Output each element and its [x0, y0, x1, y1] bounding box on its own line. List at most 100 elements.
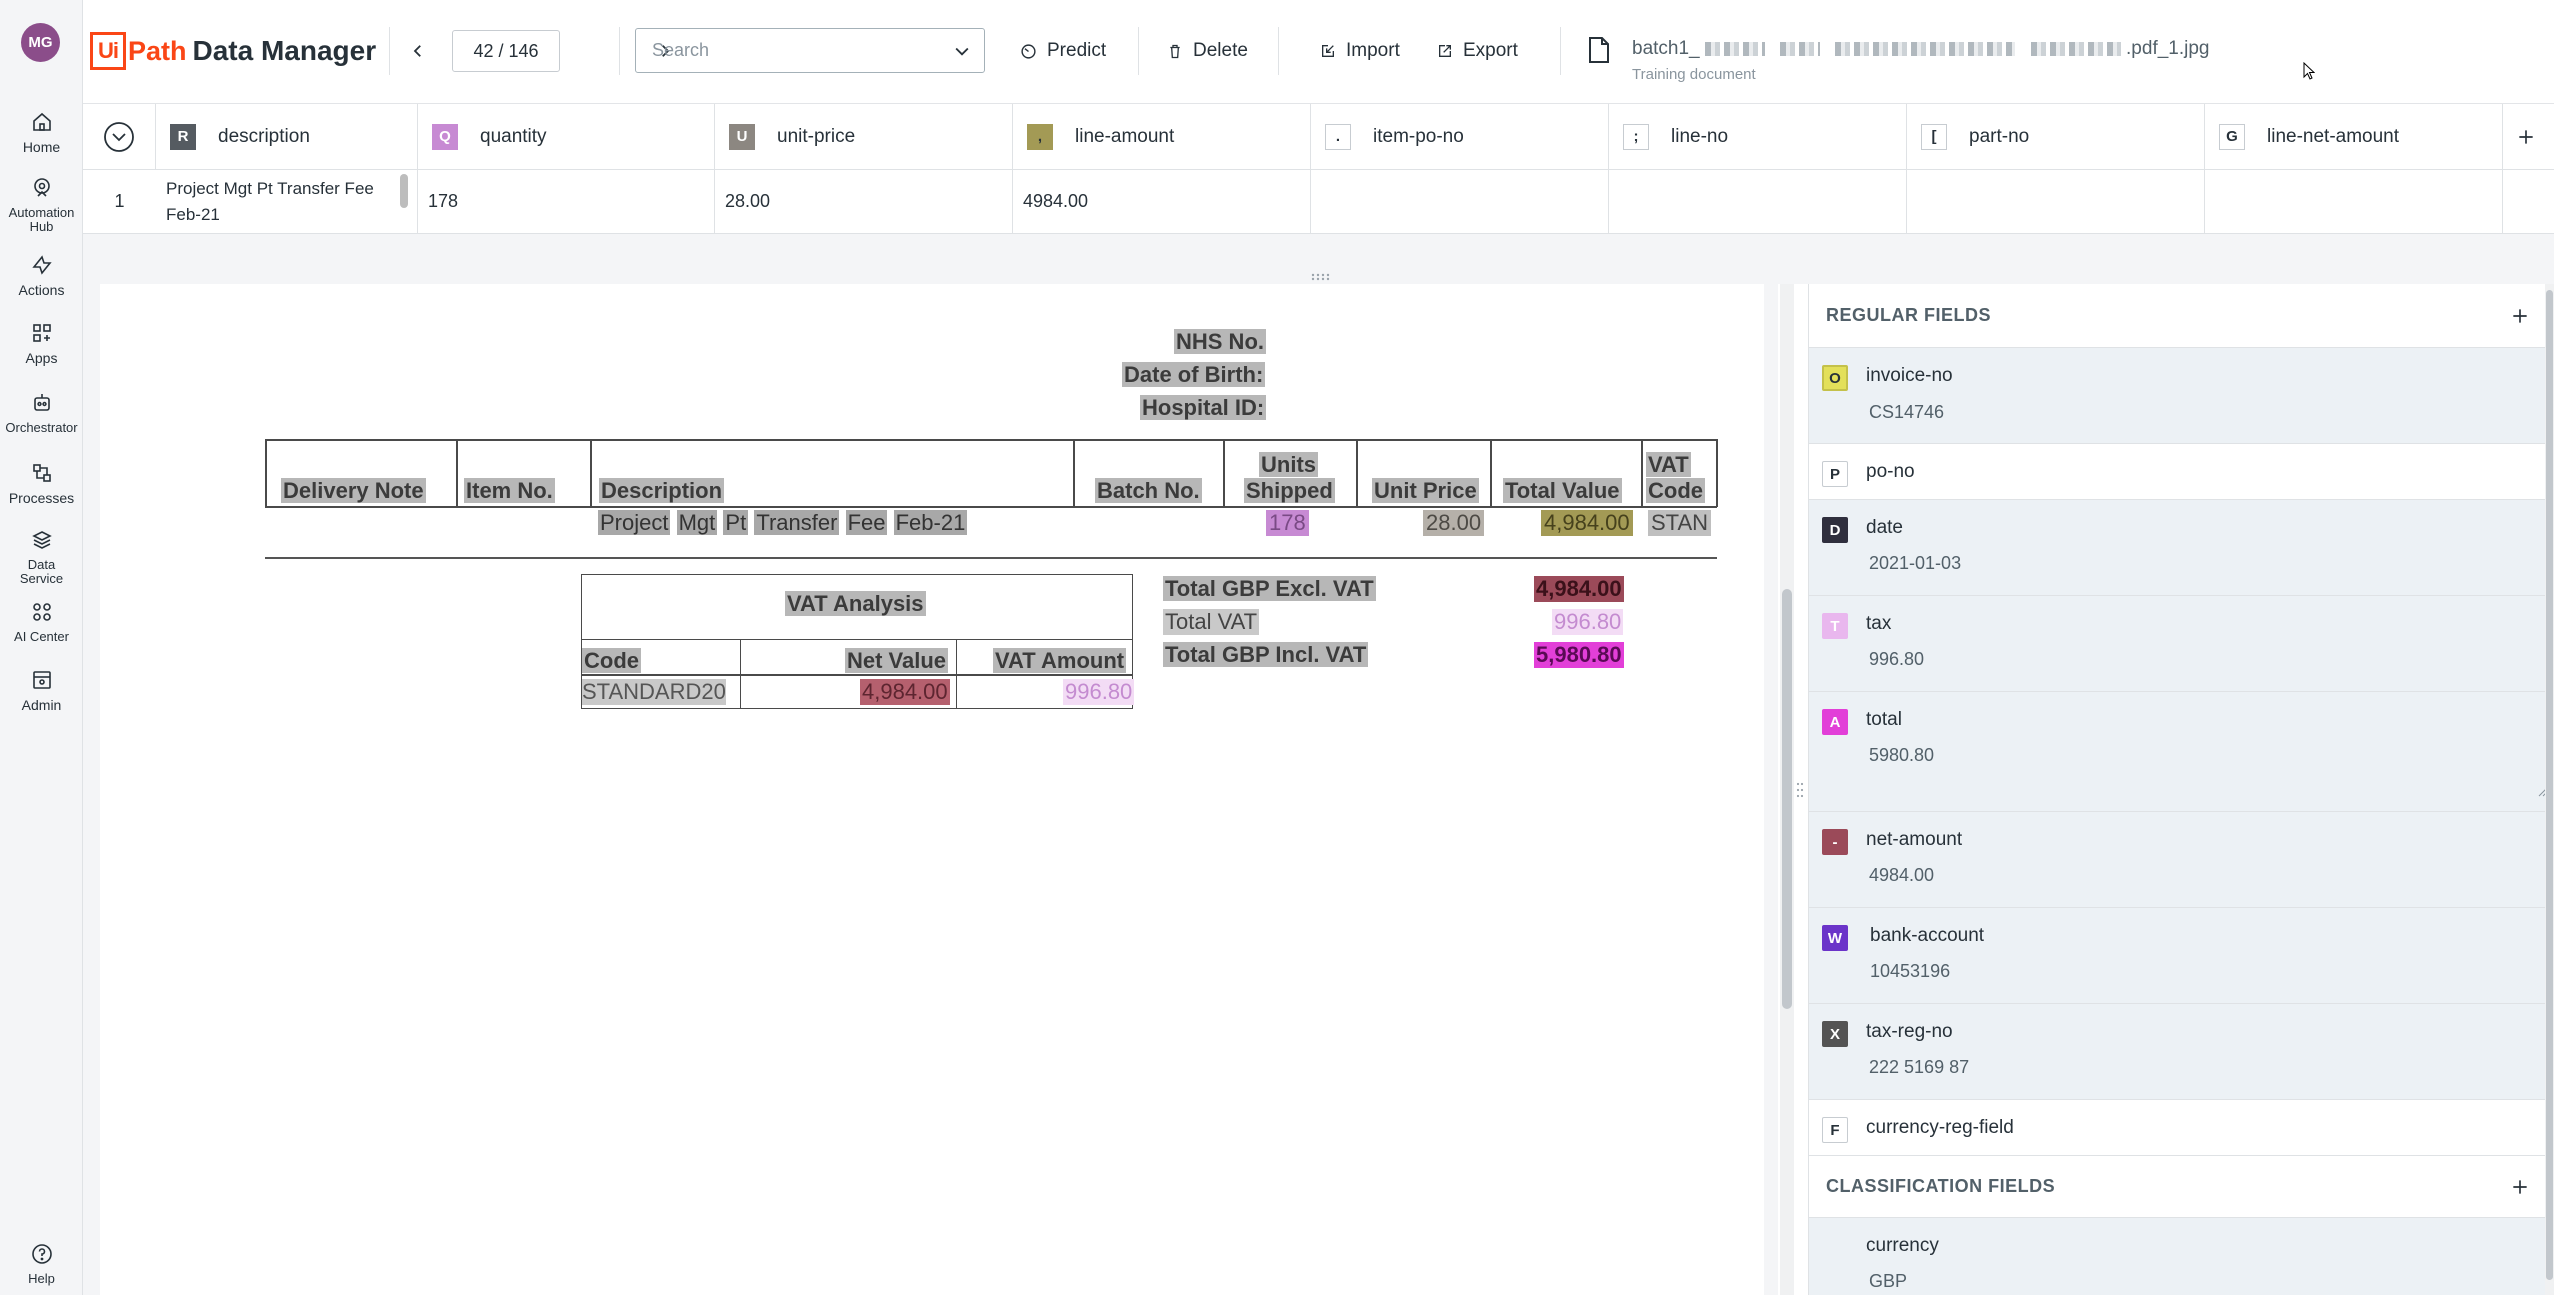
nav-orchestrator[interactable]: Orchestrator — [0, 391, 83, 435]
nav-data-service[interactable]: Data Service — [0, 528, 83, 586]
add-regular-field-icon[interactable] — [2510, 306, 2530, 326]
import-label: Import — [1346, 40, 1400, 61]
regular-fields-header: REGULAR FIELDS — [1809, 284, 2554, 348]
search-dropdown[interactable]: Search — [635, 28, 985, 73]
field-po-no[interactable]: P po-no — [1809, 444, 2554, 500]
chevron-down-circle-icon — [104, 121, 134, 152]
nav-help[interactable]: Help — [0, 1242, 83, 1286]
page-counter-input[interactable]: 42 / 146 — [452, 30, 560, 72]
document-page[interactable]: NHS No. Date of Birth: Hospital ID: Deli… — [100, 284, 1764, 1295]
nav-home[interactable]: Home — [0, 110, 83, 154]
panel-scrollbar[interactable] — [2545, 284, 2554, 1295]
cell-unit-price[interactable]: 28.00 — [715, 170, 1013, 233]
field-value[interactable]: 2021-01-03 — [1869, 553, 1962, 573]
field-currency-reg-field[interactable]: F currency-reg-field — [1809, 1100, 2554, 1156]
field-name: total — [1866, 709, 1902, 730]
column-line-no[interactable]: ; line-no — [1609, 104, 1907, 169]
field-value[interactable]: CS14746 — [1869, 402, 1945, 422]
field-date[interactable]: D date 2021-01-03 — [1809, 500, 2554, 596]
field-value[interactable]: 10453196 — [1870, 961, 1951, 981]
column-line-net-amount[interactable]: G line-net-amount — [2205, 104, 2503, 169]
delete-label: Delete — [1193, 40, 1248, 61]
cell-item-po-no[interactable] — [1311, 170, 1609, 233]
nav-help-label: Help — [28, 1271, 55, 1286]
cell-line-no[interactable] — [1609, 170, 1907, 233]
scrollbar-thumb[interactable] — [1782, 589, 1792, 1009]
doc-vat-border — [740, 639, 741, 709]
field-total[interactable]: A total 5980.80 — [1809, 692, 2554, 812]
document-type-label: Training document — [1632, 66, 1756, 83]
cell-quantity[interactable]: 178 — [418, 170, 715, 233]
doc-table-line — [265, 439, 267, 507]
document-filename: batch1_ .pdf_1.jpg — [1632, 38, 2210, 60]
divider — [389, 27, 390, 75]
column-part-no[interactable]: [ part-no — [1907, 104, 2205, 169]
nav-apps[interactable]: Apps — [0, 321, 83, 365]
panel-resize-handle[interactable] — [1796, 780, 1804, 800]
doc-total-incl[interactable]: 5,980.80 — [1534, 642, 1624, 668]
doc-vat-net[interactable]: 4,984.00 — [860, 679, 950, 705]
doc-vat-amount[interactable]: 996.80 — [1063, 679, 1135, 705]
column-unit-price[interactable]: U unit-price — [715, 104, 1013, 169]
field-currency[interactable]: currency GBP — [1809, 1218, 2554, 1295]
ai-center-icon — [32, 603, 51, 621]
home-icon — [32, 112, 51, 131]
field-value[interactable]: 4984.00 — [1869, 865, 1935, 885]
table-row[interactable]: 1 Project Mgt Pt Transfer Fee Feb-21 178… — [83, 170, 2554, 234]
doc-table-line — [1356, 439, 1358, 507]
uipath-logo[interactable]: Ui Path Data Manager — [90, 31, 376, 71]
doc-line-units[interactable]: 178 — [1266, 510, 1309, 536]
resize-handle-icon[interactable] — [1310, 273, 1332, 281]
cell-line-net-amount[interactable] — [2205, 170, 2503, 233]
doc-line-vat: STAN — [1648, 510, 1712, 536]
cell-part-no[interactable] — [1907, 170, 2205, 233]
nav-automation-hub[interactable]: Automation Hub — [0, 176, 83, 234]
field-value[interactable]: 5980.80 — [1869, 745, 1935, 765]
cell-description[interactable]: Project Mgt Pt Transfer Fee Feb-21 — [156, 170, 418, 233]
column-item-po-no[interactable]: . item-po-no — [1311, 104, 1609, 169]
document-scrollbar[interactable] — [1780, 284, 1794, 1295]
import-button[interactable]: Import — [1320, 33, 1400, 69]
field-net-amount[interactable]: - net-amount 4984.00 — [1809, 812, 2554, 908]
user-avatar[interactable]: MG — [21, 23, 60, 62]
export-button[interactable]: Export — [1437, 33, 1518, 69]
predict-button[interactable]: Predict — [1020, 33, 1106, 69]
left-navigation: MG Home Automation Hub Actions Apps Orch… — [0, 0, 83, 1295]
field-value[interactable]: 996.80 — [1869, 649, 1925, 669]
predict-icon — [1021, 43, 1036, 59]
doc-line-description[interactable]: Project Mgt Pt Transfer Fee Feb-21 — [598, 510, 968, 535]
field-bank-account[interactable]: W bank-account 10453196 — [1809, 908, 2554, 1004]
nav-admin[interactable]: Admin — [0, 668, 83, 712]
doc-hospital-label: Hospital ID: — [1140, 395, 1267, 420]
field-badge: T — [1822, 613, 1848, 639]
nav-ai-center-label: AI Center — [14, 629, 69, 644]
nav-actions[interactable]: Actions — [0, 253, 83, 297]
delete-button[interactable]: Delete — [1167, 33, 1248, 69]
cell-scrollbar[interactable] — [400, 174, 408, 208]
collapse-toggle[interactable] — [83, 104, 156, 169]
nav-processes[interactable]: Processes — [0, 461, 83, 505]
add-classification-field-icon[interactable] — [2510, 1177, 2530, 1197]
previous-document-button[interactable] — [400, 33, 436, 69]
field-value[interactable]: 222 5169 87 — [1869, 1057, 1970, 1077]
column-line-amount[interactable]: , line-amount — [1013, 104, 1311, 169]
scrollbar-thumb[interactable] — [2546, 290, 2553, 1280]
help-icon — [31, 1244, 52, 1264]
doc-line-total[interactable]: 4,984.00 — [1541, 510, 1633, 536]
doc-total-vat[interactable]: 996.80 — [1552, 609, 1624, 635]
field-invoice-no[interactable]: O invoice-no CS14746 — [1809, 348, 2554, 444]
nav-ai-center[interactable]: AI Center — [0, 600, 83, 644]
doc-line-price[interactable]: 28.00 — [1423, 510, 1485, 536]
nav-apps-label: Apps — [25, 350, 58, 366]
doc-total-excl[interactable]: 4,984.00 — [1534, 576, 1624, 602]
add-column-button[interactable] — [2508, 119, 2544, 155]
column-quantity[interactable]: Q quantity — [418, 104, 715, 169]
cell-line-amount[interactable]: 4984.00 — [1013, 170, 1311, 233]
field-tax-reg-no[interactable]: X tax-reg-no 222 5169 87 — [1809, 1004, 2554, 1100]
column-description[interactable]: R description — [156, 104, 418, 169]
column-label: description — [218, 125, 310, 147]
field-value[interactable]: GBP — [1869, 1271, 1908, 1291]
doc-table-line — [265, 439, 1717, 441]
next-document-button[interactable] — [647, 33, 683, 69]
field-tax[interactable]: T tax 996.80 — [1809, 596, 2554, 692]
